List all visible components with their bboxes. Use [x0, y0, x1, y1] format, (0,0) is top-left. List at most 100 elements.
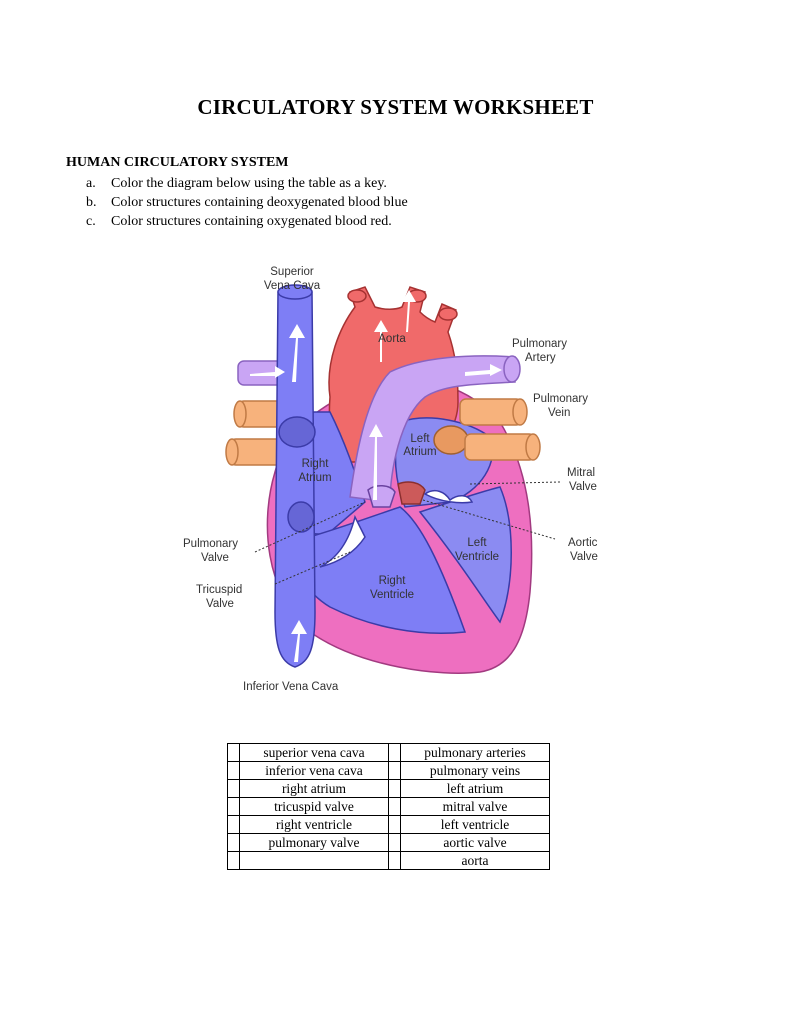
- label-left-atrium: Left: [410, 433, 430, 445]
- instruction-text: Color structures containing deoxygenated…: [111, 195, 408, 210]
- color-box[interactable]: [388, 779, 401, 798]
- label-pulmonary-valve-2: Valve: [201, 552, 229, 564]
- structure-name: pulmonary arteries: [400, 743, 550, 762]
- table-row: superior vena cava pulmonary arteries: [227, 743, 550, 762]
- svg-text:Right: Right: [302, 458, 330, 470]
- label-left-ventricle: Left: [467, 537, 487, 549]
- label-superior-vena-cava-2: Vena Cava: [264, 280, 321, 292]
- label-mitral-valve: Mitral: [567, 467, 595, 479]
- svg-text:Aorta: Aorta: [378, 333, 406, 345]
- tricuspid-valve: [319, 514, 366, 568]
- svg-text:Right: Right: [379, 575, 407, 587]
- structure-name: left atrium: [400, 779, 550, 798]
- svg-text:Atrium: Atrium: [298, 472, 331, 484]
- svg-text:Valve: Valve: [206, 598, 234, 610]
- structure-name: left ventricle: [400, 815, 550, 834]
- svg-text:Pulmonary: Pulmonary: [533, 393, 588, 405]
- mitral-valve: [423, 489, 474, 504]
- label-aortic-valve-2: Valve: [570, 551, 598, 563]
- table-row: tricuspid valve mitral valve: [227, 797, 550, 816]
- svg-text:Pulmonary: Pulmonary: [183, 538, 238, 550]
- structure-name: right ventricle: [239, 815, 389, 834]
- svg-text:Pulmonary: Pulmonary: [512, 338, 567, 350]
- structure-name: tricuspid valve: [239, 797, 389, 816]
- label-aortic-valve: Aortic: [568, 537, 598, 549]
- svg-text:Aortic: Aortic: [568, 537, 598, 549]
- svg-text:Atrium: Atrium: [403, 446, 436, 458]
- structure-name: [239, 851, 389, 870]
- color-box[interactable]: [388, 743, 401, 762]
- structure-name: inferior vena cava: [239, 761, 389, 780]
- structure-name: aortic valve: [400, 833, 550, 852]
- svg-text:Inferior Vena Cava: Inferior Vena Cava: [243, 681, 339, 693]
- svg-text:Left: Left: [467, 537, 487, 549]
- table-row: right ventricle left ventricle: [227, 815, 550, 834]
- instruction-marker: a.: [86, 176, 96, 191]
- label-tricuspid-valve-2: Valve: [206, 598, 234, 610]
- aortic-valve: [397, 481, 426, 505]
- color-box[interactable]: [388, 797, 401, 816]
- label-pulmonary-valve: Pulmonary: [183, 538, 238, 550]
- color-box[interactable]: [227, 779, 240, 798]
- svg-text:Valve: Valve: [570, 551, 598, 563]
- table-row: inferior vena cava pulmonary veins: [227, 761, 550, 780]
- label-inferior-vena-cava: Inferior Vena Cava: [243, 681, 339, 693]
- section-heading: HUMAN CIRCULATORY SYSTEM: [66, 155, 289, 170]
- svg-text:Valve: Valve: [569, 481, 597, 493]
- structure-name: superior vena cava: [239, 743, 389, 762]
- svg-text:Superior: Superior: [270, 266, 314, 278]
- svg-text:Tricuspid: Tricuspid: [196, 584, 242, 596]
- label-left-atrium-2: Atrium: [403, 446, 436, 458]
- pulmonary-vein-opening: [433, 425, 469, 455]
- table-row: pulmonary valve aortic valve: [227, 833, 550, 852]
- instruction-text: Color structures containing oxygenated b…: [111, 214, 392, 229]
- color-box[interactable]: [227, 833, 240, 852]
- svg-text:Ventricle: Ventricle: [370, 589, 414, 601]
- color-box[interactable]: [227, 743, 240, 762]
- color-box[interactable]: [227, 815, 240, 834]
- color-box[interactable]: [388, 761, 401, 780]
- color-box[interactable]: [388, 815, 401, 834]
- label-mitral-valve-2: Valve: [569, 481, 597, 493]
- structure-name: pulmonary valve: [239, 833, 389, 852]
- instruction-text: Color the diagram below using the table …: [111, 176, 387, 191]
- page-title: CIRCULATORY SYSTEM WORKSHEET: [197, 95, 594, 119]
- label-superior-vena-cava: Superior: [270, 266, 314, 278]
- instruction-item: a. Color the diagram below using the tabl…: [86, 174, 408, 193]
- heart-diagram: Superior Vena Cava Aorta Pulmonary Arter…: [183, 266, 598, 693]
- color-box[interactable]: [227, 851, 240, 870]
- svg-text:Left: Left: [410, 433, 430, 445]
- instruction-list: a. Color the diagram below using the tabl…: [86, 174, 408, 231]
- structure-name: pulmonary veins: [400, 761, 550, 780]
- color-box[interactable]: [388, 833, 401, 852]
- color-box[interactable]: [227, 797, 240, 816]
- color-key-table: superior vena cava pulmonary arteries in…: [227, 743, 550, 870]
- label-pulmonary-vein: Pulmonary: [533, 393, 588, 405]
- pulmonary-valve: [367, 485, 396, 508]
- svg-text:Vena Cava: Vena Cava: [264, 280, 321, 292]
- label-right-atrium: Right: [302, 458, 330, 470]
- instruction-marker: c.: [86, 214, 96, 229]
- svg-text:Artery: Artery: [525, 352, 556, 364]
- label-pulmonary-vein-2: Vein: [548, 407, 570, 419]
- label-right-ventricle-2: Ventricle: [370, 589, 414, 601]
- vena-cava-opening: [278, 416, 316, 448]
- label-aorta: Aorta: [378, 333, 406, 345]
- structure-name: right atrium: [239, 779, 389, 798]
- ivc-opening: [287, 501, 315, 533]
- label-left-ventricle-2: Ventricle: [455, 551, 499, 563]
- instruction-marker: b.: [86, 195, 97, 210]
- color-box[interactable]: [227, 761, 240, 780]
- label-right-atrium-2: Atrium: [298, 472, 331, 484]
- label-right-ventricle: Right: [379, 575, 407, 587]
- label-pulmonary-artery-2: Artery: [525, 352, 556, 364]
- left-ventricle: [418, 486, 512, 624]
- label-tricuspid-valve: Tricuspid: [196, 584, 242, 596]
- instruction-item: b. Color structures containing deoxygenat…: [86, 193, 408, 212]
- right-ventricle: [291, 506, 467, 635]
- right-pulmonary-veins: [459, 398, 541, 461]
- label-pulmonary-artery: Pulmonary: [512, 338, 567, 350]
- structure-name: aorta: [400, 851, 550, 870]
- color-box[interactable]: [388, 851, 401, 870]
- structure-name: mitral valve: [400, 797, 550, 816]
